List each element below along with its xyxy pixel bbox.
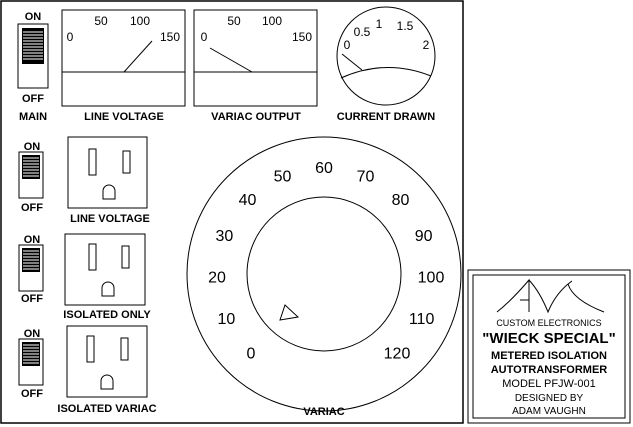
current-drawn-tick-0-5: 0.5 (354, 25, 371, 39)
switch-1-on-label: ON (24, 141, 41, 153)
nameplate-description-1: METERED ISOLATION (491, 350, 607, 362)
variac-output-tick-150: 150 (292, 30, 312, 44)
switch-line-voltage[interactable]: ON OFF (18, 141, 44, 214)
variac-output-tick-0: 0 (201, 30, 208, 44)
variac-dial-number-120: 120 (384, 345, 411, 362)
variac-output-tick-50: 50 (227, 14, 241, 28)
outlet-2-label: ISOLATED ONLY (63, 309, 151, 321)
switch-2-on-label: ON (24, 234, 41, 246)
line-voltage-tick-150: 150 (160, 30, 180, 44)
current-drawn-meter-label: CURRENT DRAWN (337, 111, 435, 123)
line-voltage-tick-50: 50 (94, 14, 108, 28)
variac-dial-number-10: 10 (218, 311, 236, 328)
main-switch-label: MAIN (19, 111, 47, 123)
main-switch[interactable]: ON OFF MAIN (17, 11, 49, 123)
switch-isolated-only[interactable]: ON OFF (18, 234, 44, 305)
nameplate-outer-border (467, 269, 631, 424)
variac-dial-label: VARIAC (303, 406, 344, 418)
nameplate-model-name: "WIECK SPECIAL" (482, 330, 615, 347)
outlet-3-plate (66, 325, 148, 398)
variac-output-meter-frame (193, 9, 318, 107)
outlet-line-voltage[interactable]: LINE VOLTAGE (67, 136, 150, 225)
outlet-3-label: ISOLATED VARIAC (57, 403, 156, 415)
line-voltage-needle (123, 40, 153, 73)
current-drawn-tick-2: 2 (423, 38, 430, 52)
outlet-2-ground (101, 281, 115, 297)
line-voltage-meter-label: LINE VOLTAGE (84, 111, 164, 123)
current-drawn-needle (341, 53, 363, 71)
line-voltage-meter: 0 50 100 150 LINE VOLTAGE (61, 9, 186, 123)
nameplate-model-number: MODEL PFJW-001 (502, 378, 596, 390)
variac-output-meter: 0 50 100 150 VARIAC OUTPUT (193, 9, 318, 123)
switch-isolated-variac[interactable]: ON OFF (18, 328, 44, 400)
outlet-2-slot-left (88, 243, 97, 271)
variac-dial-number-70: 70 (357, 168, 375, 185)
variac-output-meter-label: VARIAC OUTPUT (211, 111, 301, 123)
line-voltage-tick-0: 0 (67, 30, 74, 44)
nameplate-designer: ADAM VAUGHN (512, 406, 586, 417)
variac-output-tick-100: 100 (262, 14, 282, 28)
variac-dial-number-30: 30 (216, 228, 234, 245)
outlet-3-slot-left (86, 335, 95, 363)
variac-output-needle (209, 47, 253, 73)
variac-dial-outer-ring (186, 136, 462, 412)
outlet-isolated-variac[interactable]: ISOLATED VARIAC (57, 325, 157, 415)
variac-dial-number-20: 20 (208, 270, 226, 287)
current-drawn-meter-arc (340, 67, 432, 79)
outlet-2-plate (64, 233, 146, 306)
variac-pointer-icon (279, 304, 300, 321)
current-drawn-meter: 0 0.5 1 1.5 2 CURRENT DRAWN (336, 6, 436, 123)
panel-border (0, 0, 464, 424)
outlet-3-ground (100, 374, 114, 390)
switch-3-on-label: ON (24, 328, 41, 340)
switch-1-off-label: OFF (21, 202, 43, 214)
current-drawn-meter-face (336, 6, 436, 106)
outlet-1-plate (67, 136, 148, 209)
variac-dial-number-110: 110 (409, 311, 435, 328)
variac-dial-number-0: 0 (247, 345, 256, 362)
av-logo-icon (496, 278, 605, 314)
nameplate-company: CUSTOM ELECTRONICS (496, 318, 601, 328)
line-voltage-meter-frame (61, 9, 186, 107)
switch-2-off-label: OFF (21, 293, 43, 305)
nameplate-designed-by: DESIGNED BY (515, 393, 584, 404)
outlet-isolated-only[interactable]: ISOLATED ONLY (63, 233, 151, 321)
variac-dial-number-50: 50 (274, 168, 292, 185)
variac-dial[interactable]: 0 10 20 30 40 50 60 70 80 90 100 110 120 VARIAC (186, 136, 462, 418)
outlet-1-slot-left (88, 148, 97, 176)
outlet-1-slot-right (122, 150, 131, 174)
variac-dial-number-90: 90 (415, 228, 433, 245)
current-drawn-tick-1-5: 1.5 (397, 19, 414, 33)
nameplate: CUSTOM ELECTRONICS "WIECK SPECIAL" METER… (467, 269, 631, 424)
current-drawn-tick-1: 1 (376, 17, 383, 31)
main-switch-toggle[interactable] (22, 28, 44, 64)
main-switch-on-label: ON (25, 11, 42, 23)
variac-dial-scale: 0 10 20 30 40 50 60 70 80 90 100 110 120 (208, 160, 444, 362)
variac-dial-number-80: 80 (392, 192, 410, 209)
outlet-1-ground (102, 184, 116, 200)
outlet-2-slot-right (121, 245, 130, 269)
main-switch-off-label: OFF (22, 93, 44, 105)
variac-dial-number-60: 60 (315, 160, 333, 177)
nameplate-inner-border (472, 274, 626, 419)
variac-dial-number-40: 40 (239, 192, 257, 209)
variac-dial-number-100: 100 (418, 270, 445, 287)
outlet-1-label: LINE VOLTAGE (70, 213, 150, 225)
nameplate-description-2: AUTOTRANSFORMER (491, 364, 608, 376)
current-drawn-tick-0: 0 (344, 38, 351, 52)
outlet-3-slot-right (120, 337, 129, 361)
line-voltage-tick-100: 100 (130, 14, 150, 28)
variac-dial-knob[interactable] (246, 196, 402, 352)
switch-3-off-label: OFF (21, 388, 43, 400)
